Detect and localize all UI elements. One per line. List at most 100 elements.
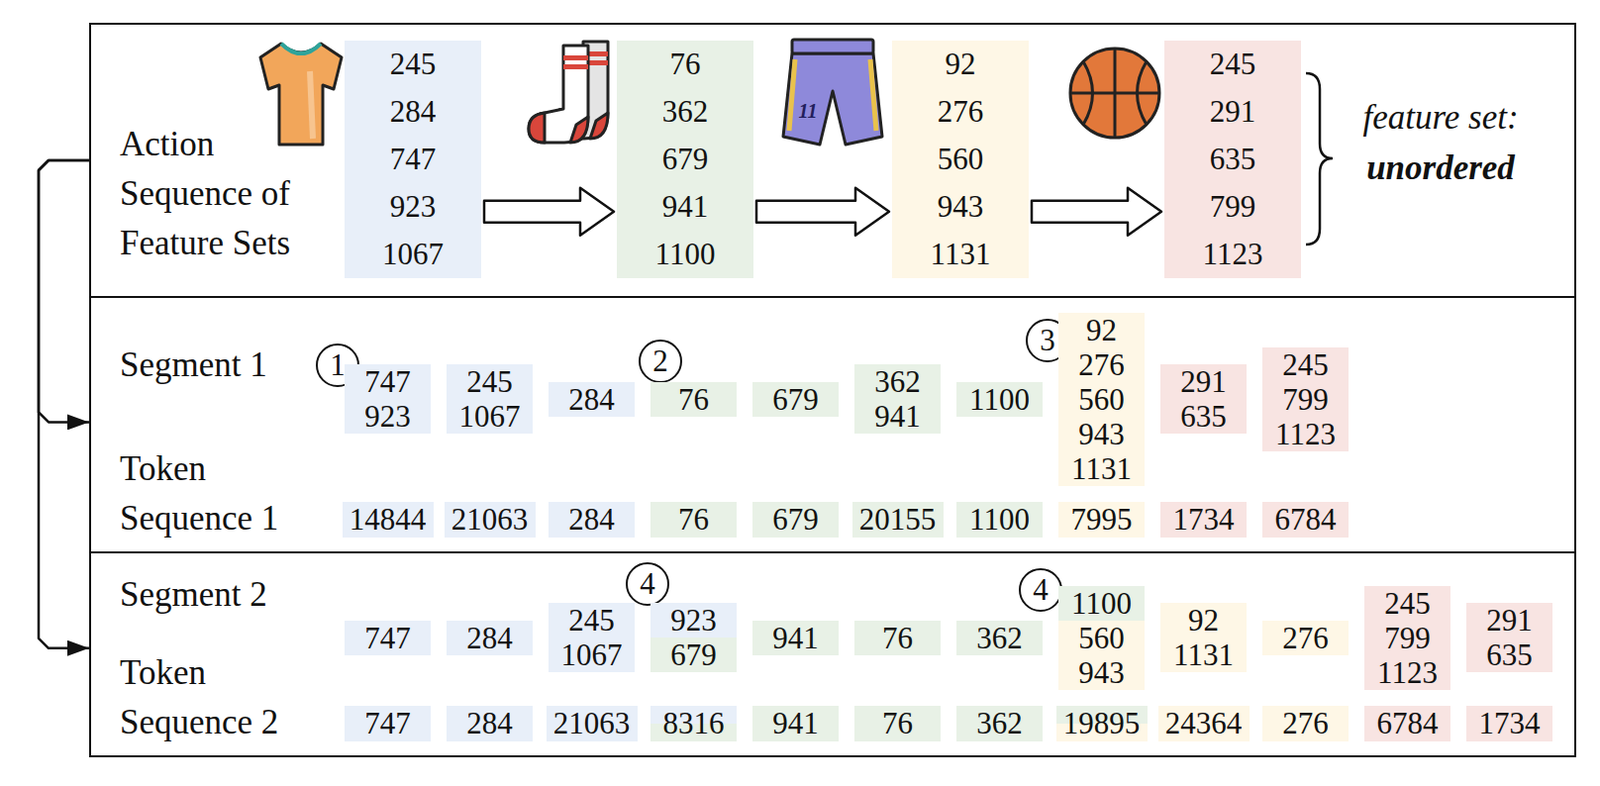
token-cell: 6784	[1262, 501, 1349, 538]
token-cell: 20155	[852, 501, 944, 538]
token-cell: 747	[344, 705, 431, 742]
hollow-arrow	[1031, 188, 1162, 236]
token-id: 21063	[444, 501, 536, 538]
panel-heading: Token Sequence 2	[119, 648, 318, 748]
token-id: 245	[1364, 586, 1451, 621]
token-id: 14844	[342, 501, 434, 538]
token-cell: 276	[1262, 705, 1349, 742]
token-cell: 21063	[444, 501, 536, 538]
jersey-number: 11	[799, 100, 818, 122]
token-id: 1123	[1262, 416, 1349, 452]
token-id: 560	[1058, 620, 1145, 656]
feature-set: 922765609431131	[892, 40, 1029, 279]
annotation-text: unordered	[1366, 146, 1515, 191]
feature-id: 76	[616, 40, 754, 89]
feature-id: 560	[892, 135, 1029, 184]
segment-cell: 747923	[344, 364, 431, 434]
token-id: 76	[854, 705, 941, 742]
token-id: 362	[854, 364, 941, 400]
token-id: 923	[344, 399, 431, 434]
token-id: 943	[1058, 655, 1145, 691]
step-number: 2	[638, 339, 683, 384]
step-number-text: 3	[1027, 320, 1068, 360]
feature-id: 362	[616, 88, 754, 136]
token-id: 20155	[852, 501, 944, 538]
token-id: 1131	[1160, 637, 1247, 673]
token-id: 276	[1262, 620, 1349, 656]
step-number: 3	[1025, 318, 1070, 363]
token-id: 941	[752, 620, 839, 656]
feature-id: 1100	[616, 230, 754, 279]
socks-icon	[528, 41, 608, 143]
segment-cell: 2457991123	[1262, 347, 1349, 452]
token-id: 291	[1466, 602, 1553, 638]
token-id: 362	[956, 705, 1043, 742]
feature-set: 2452847479231067	[344, 40, 482, 279]
feature-id: 799	[1164, 183, 1301, 231]
token-cell: 24364	[1158, 705, 1250, 742]
token-id: 284	[446, 620, 533, 656]
token-id: 245	[446, 364, 533, 400]
feature-id: 291	[1164, 88, 1301, 136]
token-id: 635	[1160, 399, 1247, 434]
token-cell: 14844	[342, 501, 434, 538]
shorts-icon	[783, 39, 883, 145]
token-id: 92	[1160, 602, 1247, 638]
token-id: 923	[650, 602, 737, 638]
feature-set: 763626799411100	[616, 40, 754, 279]
token-id: 943	[1058, 416, 1145, 452]
feature-id: 1131	[892, 230, 1029, 279]
feature-id: 943	[892, 183, 1029, 231]
feature-id: 245	[1164, 40, 1301, 89]
token-id: 92	[1058, 312, 1145, 348]
token-id: 284	[548, 501, 635, 538]
panel: 7472842451067923679941763621100560943921…	[89, 551, 1577, 758]
token-cell: 362	[956, 705, 1043, 742]
token-cell: 284	[446, 705, 533, 742]
feature-id: 1123	[1164, 230, 1301, 279]
token-cell: 7995	[1058, 501, 1145, 538]
feature-id: 245	[344, 40, 482, 89]
hollow-arrow	[484, 188, 614, 236]
segment-cell: 291635	[1466, 602, 1553, 673]
feature-id: 941	[616, 183, 754, 231]
annotation: feature set:	[1362, 96, 1518, 140]
token-cell: 1734	[1160, 501, 1247, 538]
token-cell: 19895	[1056, 705, 1148, 742]
token-cell: 1734	[1466, 705, 1553, 742]
token-id: 941	[854, 399, 941, 434]
token-id: 679	[752, 382, 839, 417]
feature-id: 747	[344, 135, 482, 184]
step-number-text: 2	[640, 341, 681, 381]
feature-id: 276	[892, 88, 1029, 136]
token-id: 747	[344, 364, 431, 400]
segment-cell: 1100560943	[1058, 586, 1145, 691]
token-id: 291	[1160, 364, 1247, 400]
segment-cell: 276	[1262, 620, 1349, 656]
token-id: 276	[1058, 347, 1145, 383]
step-number-text: 4	[1020, 570, 1061, 609]
token-id: 1100	[1058, 586, 1145, 621]
feature-id: 92	[892, 40, 1029, 89]
feature-id: 1067	[344, 230, 482, 279]
token-id: 1131	[1058, 451, 1145, 487]
token-id: 679	[650, 637, 737, 673]
token-id: 635	[1466, 637, 1553, 673]
token-cell: 679	[752, 501, 839, 538]
token-id: 679	[752, 501, 839, 538]
feature-id: 284	[344, 88, 482, 136]
segment-cell: 284	[446, 620, 533, 656]
step-number: 4	[625, 562, 670, 606]
bracket-arrow	[38, 160, 90, 422]
segment-cell: 1100	[956, 382, 1043, 417]
token-id: 21063	[546, 705, 638, 742]
jersey-number-text: 11	[799, 100, 818, 122]
segment-cell: 679	[752, 382, 839, 417]
token-id: 76	[650, 382, 737, 417]
token-id: 76	[650, 501, 737, 538]
token-id: 1067	[548, 637, 635, 673]
segment-cell: 76	[650, 382, 737, 417]
token-id: 284	[548, 382, 635, 417]
token-id: 276	[1262, 705, 1349, 742]
panel-heading: Segment 2	[119, 570, 318, 620]
